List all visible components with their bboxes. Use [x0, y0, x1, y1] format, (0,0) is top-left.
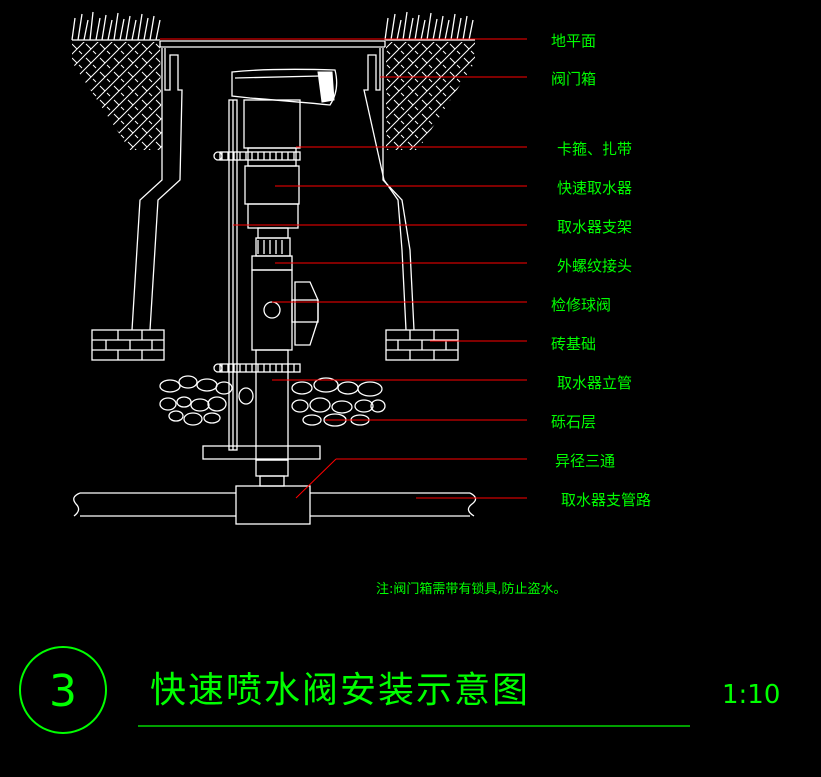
clamp-strap-top — [213, 151, 301, 161]
valve-box-walls — [131, 48, 415, 331]
soil-hatch-right — [385, 42, 475, 150]
gravel-layer-right — [291, 377, 386, 427]
label-gravel-layer: 砾石层 — [551, 413, 596, 431]
coupler-bracket-post — [228, 99, 238, 451]
label-quick-coupler: 快速取水器 — [557, 179, 632, 197]
coupler-branch-pipe — [73, 492, 477, 517]
grass-left — [71, 11, 161, 41]
brick-base-right — [385, 329, 459, 361]
grass-right — [384, 11, 475, 41]
label-coupler-bracket: 取水器支架 — [557, 218, 632, 236]
installation-note: 注:阀门箱需带有锁具,防止盗水。 — [376, 581, 567, 597]
label-reducing-tee: 异径三通 — [555, 452, 615, 470]
title-block: 3 快速喷水阀安装示意图 1:10 — [19, 646, 780, 734]
drawing-title: 快速喷水阀安装示意图 — [150, 670, 530, 711]
male-thread-adapter — [251, 237, 293, 271]
leader-lines — [160, 38, 527, 499]
service-ball-valve — [251, 269, 319, 351]
callout-labels: 地平面 阀门箱 卡箍、扎带 快速取水器 取水器支架 外螺纹接头 检修球阀 砖基础… — [551, 32, 651, 509]
coupler-riser — [255, 349, 289, 461]
label-coupler-branch-pipe: 取水器支管路 — [561, 491, 651, 509]
drawing-number: 3 — [49, 666, 77, 717]
soil-hatch-left — [72, 42, 162, 150]
label-valve-box: 阀门箱 — [551, 70, 596, 88]
brick-base-left — [91, 329, 165, 361]
quick-coupler-body — [243, 99, 301, 239]
drawing-scale: 1:10 — [722, 680, 780, 710]
drawing-number-circle — [19, 646, 107, 734]
label-male-thread-adapter: 外螺纹接头 — [557, 257, 632, 275]
gravel-layer-left — [159, 375, 254, 426]
label-brick-base: 砖基础 — [551, 335, 596, 353]
reducing-tee — [235, 459, 311, 525]
bracket-foot-plate — [202, 445, 321, 460]
label-service-ball-valve: 检修球阀 — [551, 296, 611, 314]
label-ground-surface: 地平面 — [551, 32, 596, 50]
label-coupler-riser: 取水器立管 — [557, 374, 632, 392]
label-clamp-strap: 卡箍、扎带 — [557, 140, 632, 158]
ground-surface-line — [159, 40, 386, 48]
clamp-strap-bottom — [213, 363, 301, 373]
